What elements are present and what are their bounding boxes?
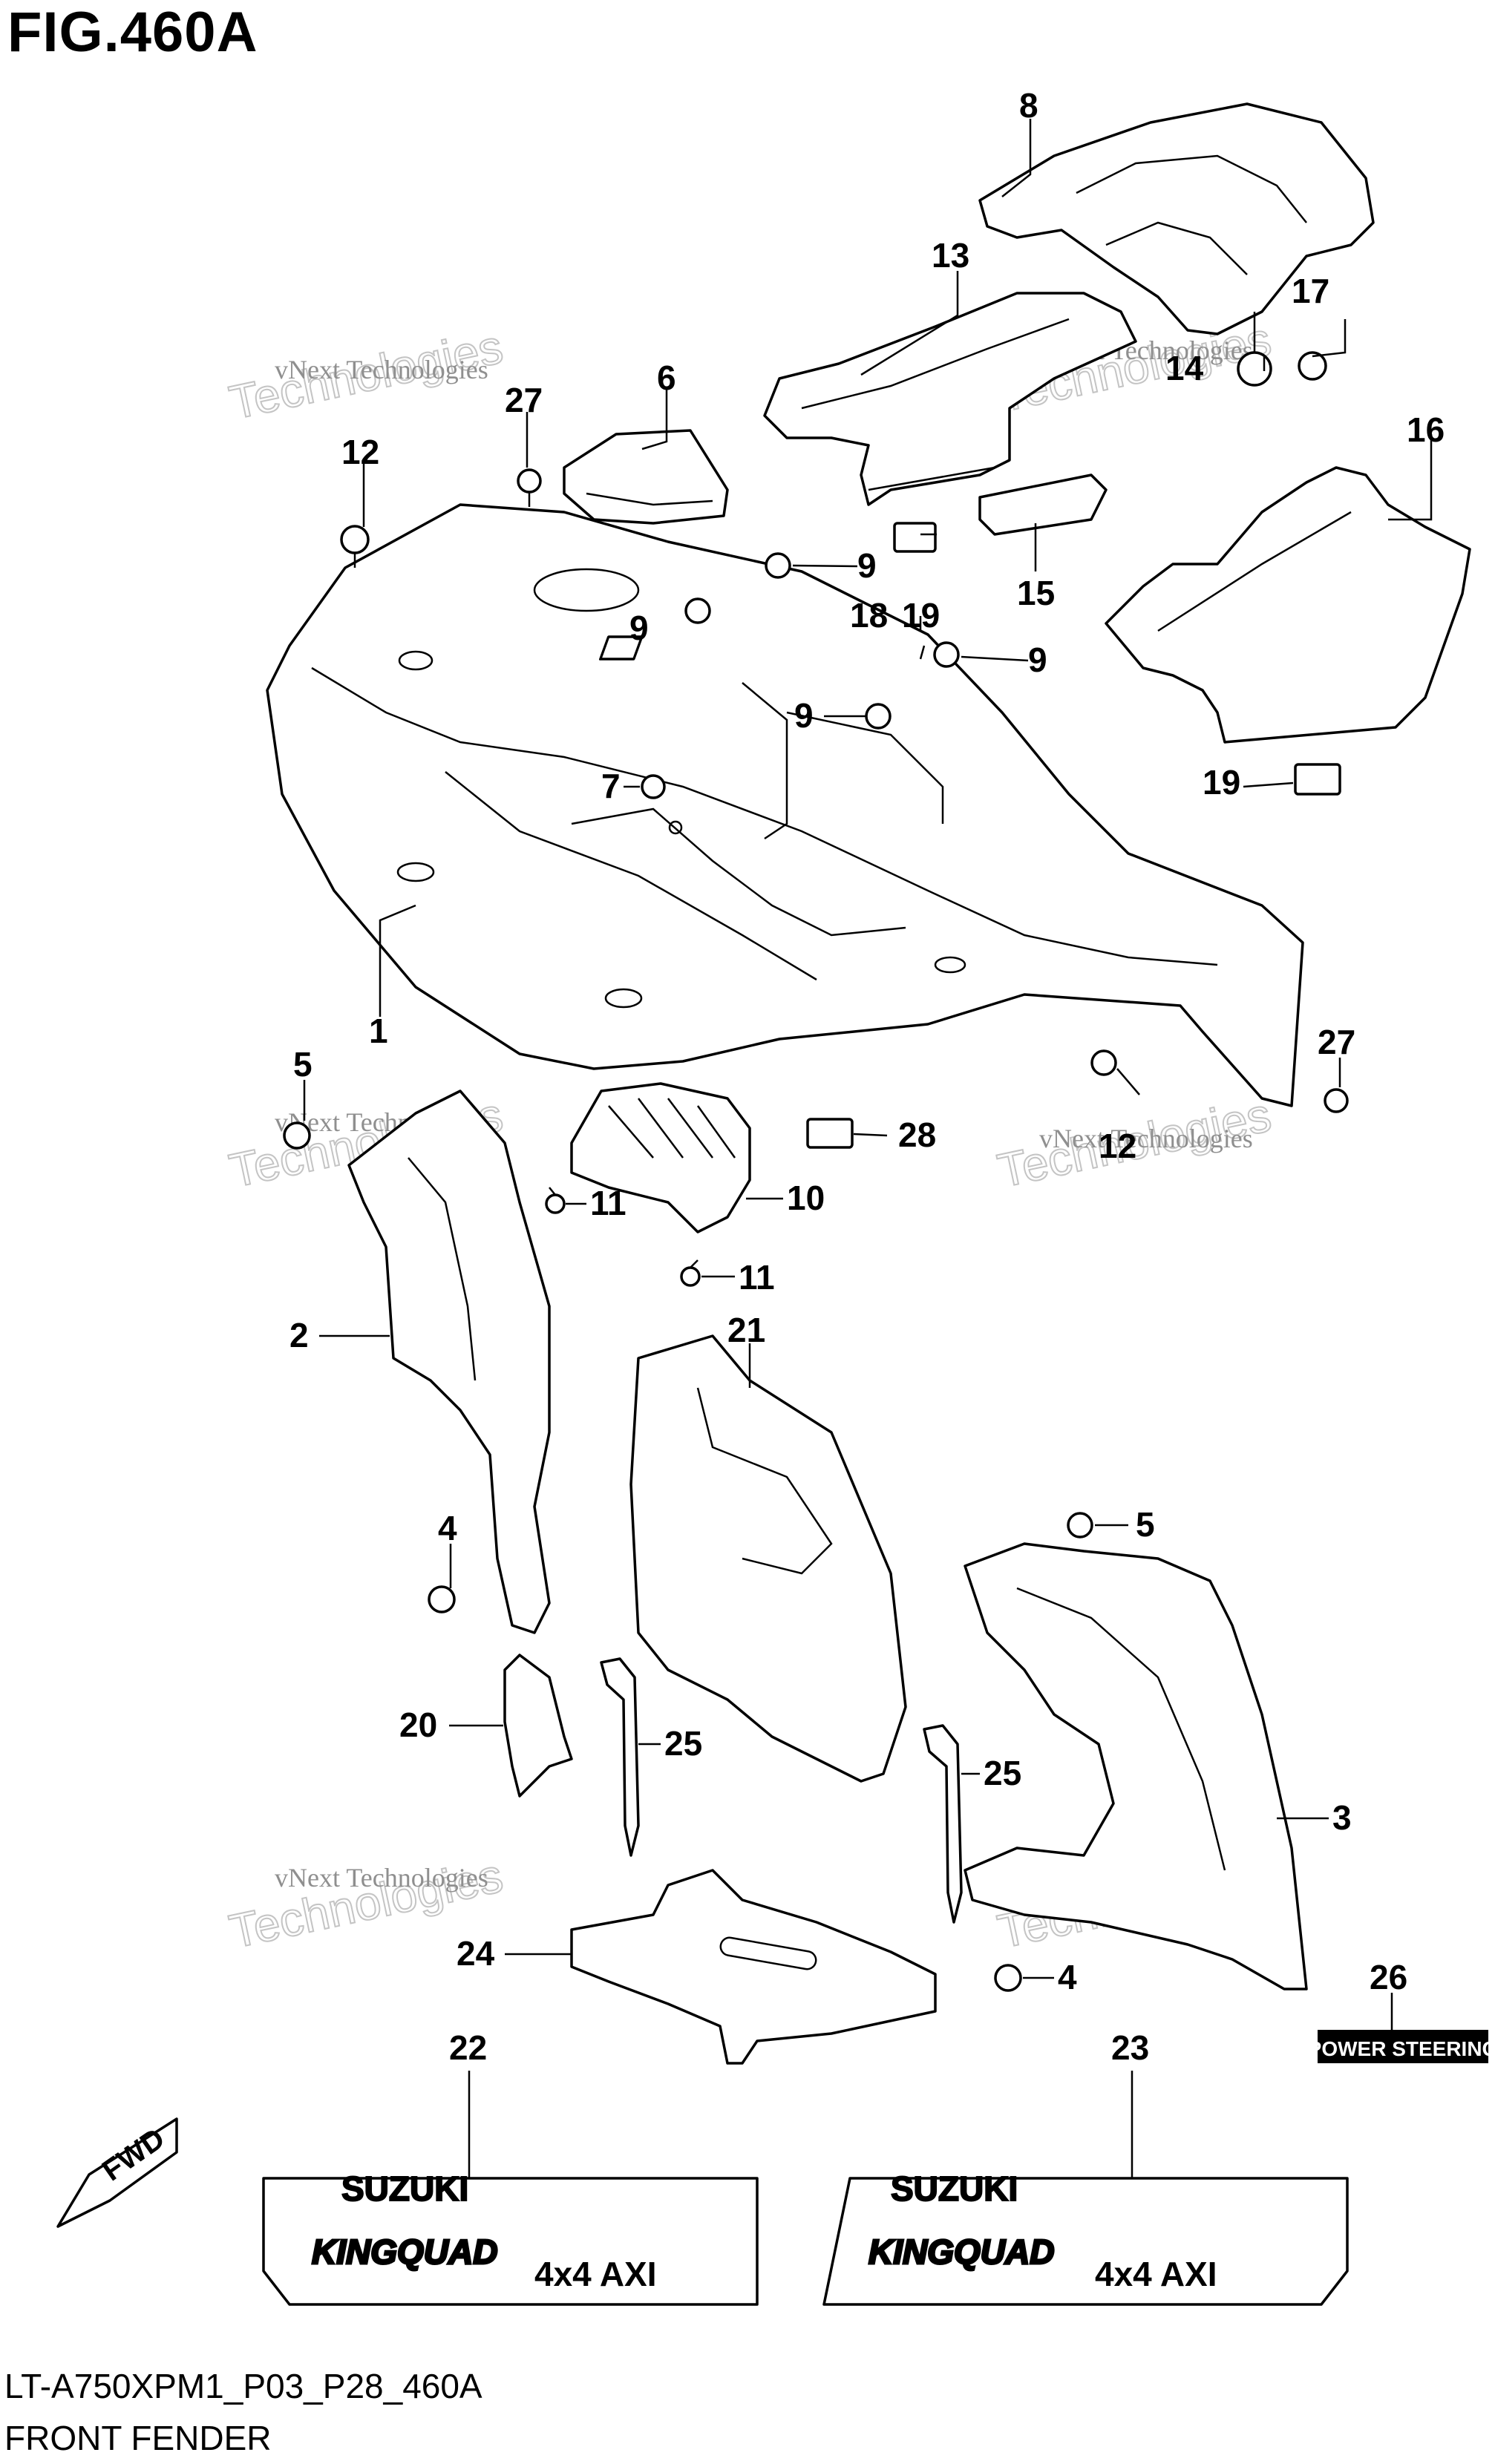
callout-12-left: 12 [341,433,379,471]
part-20-bracket [503,1654,573,1798]
part-2-left-panel [347,1090,551,1634]
fasteners [283,312,1349,1992]
svg-text:vNext Technologies: vNext Technologies [1039,1124,1253,1153]
callout-17: 17 [1292,272,1329,310]
clip-27-top [517,468,542,507]
clip-12-left [340,525,370,568]
part-3-right-panel [964,1542,1308,1990]
clip-4-left [428,1585,456,1613]
callouts: 8 13 17 14 16 6 27 12 9 9 18 19 9 15 9 1… [289,86,1445,2067]
clip-5-right [1067,1512,1093,1539]
clip-9c [933,641,960,668]
callout-19-right: 19 [1203,763,1240,802]
part-15-pad [978,474,1108,536]
callout-9-c: 9 [1028,640,1047,679]
clip-17 [1298,351,1327,381]
clip-14 [1237,312,1272,387]
clip-9d [865,703,892,730]
callout-20: 20 [399,1706,437,1744]
part-16-side-shield [1105,466,1471,744]
callout-18: 18 [850,596,888,635]
nut-7 [641,774,683,835]
svg-text:KINGQUAD: KINGQUAD [312,2232,497,2271]
part-19-block-top [893,522,937,553]
callout-11-a: 11 [590,1184,627,1222]
svg-text:vNext Technologies: vNext Technologies [275,1863,488,1893]
callout-2: 2 [289,1316,309,1354]
callout-9-b: 9 [629,609,649,647]
callout-13: 13 [932,236,969,275]
screw-11b [680,1259,701,1287]
svg-text:4x4 AXI: 4x4 AXI [534,2255,657,2293]
svg-text:SUZUKI: SUZUKI [891,2169,1018,2208]
callout-4-left: 4 [438,1509,457,1547]
part-18-pad [598,635,644,661]
callout-11-b: 11 [739,1258,775,1297]
callout-27-top: 27 [505,381,543,419]
callout-12-right: 12 [1099,1127,1136,1165]
part-6-cover [563,429,729,525]
callout-27-right: 27 [1318,1023,1355,1061]
clip-12-right [1090,1049,1117,1076]
decal-23-right: SUZUKI KINGQUAD 4x4 AXI [822,2169,1349,2306]
callout-15: 15 [1017,574,1055,612]
watermark-top-left: Technologies vNext Technologies [224,319,508,430]
svg-text:KINGQUAD: KINGQUAD [868,2232,1054,2271]
callout-5-right: 5 [1136,1505,1155,1544]
callout-16: 16 [1407,410,1445,449]
clip-9b [684,597,711,624]
callout-24: 24 [457,1934,495,1973]
callout-6: 6 [657,358,676,397]
screw-11a [545,1187,566,1214]
part-25-cable-tie-right [923,1724,963,1924]
clip-4-right [994,1964,1022,1992]
callout-10: 10 [787,1179,825,1217]
callout-1: 1 [369,1012,388,1050]
part-10-grille [570,1082,751,1233]
svg-text:SUZUKI: SUZUKI [341,2169,468,2208]
svg-text:POWER STEERING: POWER STEERING [1308,2037,1495,2060]
leader-lines [303,119,1433,2178]
callout-7: 7 [601,767,621,805]
callout-4-right: 4 [1058,1958,1077,1996]
callout-21: 21 [727,1311,765,1349]
figure-title: FIG.460A [7,1,258,64]
part-19-block-right [1294,763,1341,796]
callout-25-right: 25 [984,1754,1021,1792]
part-8-upper-cover [978,102,1375,335]
callout-25-left: 25 [664,1724,702,1763]
svg-text:vNext Technologies: vNext Technologies [275,355,488,384]
svg-text:4x4 AXI: 4x4 AXI [1095,2255,1217,2293]
clip-9a [765,552,791,579]
callout-19-top: 19 [902,596,940,635]
part-21-flap [629,1334,907,1783]
clip-5-left [283,1121,311,1150]
callout-14: 14 [1165,349,1204,387]
clip-27-right [1324,1088,1349,1113]
part-front-fender [266,503,1304,1107]
figure-code: LT-A750XPM1_P03_P28_460A [4,2367,482,2405]
part-28-block [806,1118,854,1149]
callout-9-d: 9 [794,696,814,735]
fwd-arrow-icon: FWD [56,2117,178,2228]
callout-5-left: 5 [293,1045,313,1084]
figure-name: FRONT FENDER [4,2419,272,2457]
part-25-cable-tie-left [600,1657,640,1857]
part-24-plate [570,1869,937,2065]
callout-9-a: 9 [857,546,877,585]
callout-26: 26 [1370,1958,1407,1996]
decal-22-left: SUZUKI KINGQUAD 4x4 AXI [262,2169,759,2306]
callout-3: 3 [1332,1798,1352,1837]
callout-23: 23 [1111,2028,1149,2067]
callout-28: 28 [898,1115,936,1154]
part-26-power-steering-label: POWER STEERING [1308,2030,1495,2063]
callout-8: 8 [1019,86,1038,125]
callout-22: 22 [449,2028,487,2067]
part-13-bracket [763,292,1137,506]
